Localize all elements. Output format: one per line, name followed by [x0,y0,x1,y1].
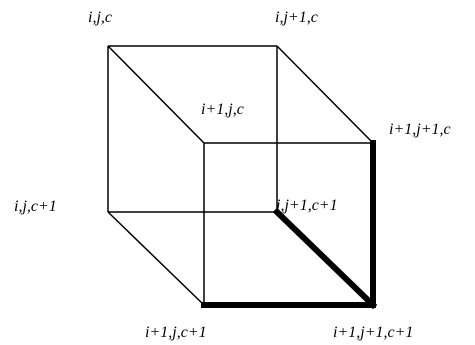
vertex-label-front-bottom-right: i+1,j+1,c+1 [333,324,413,341]
edge-layer [107,45,378,310]
edge-back-bottom-left-to-front-bottom-left [107,211,205,306]
vertex-label-back-bottom-right: i,j+1,c+1 [276,197,338,214]
edge-back-top-right-to-front-top-right [276,45,374,144]
vertex-label-front-top-right: i+1,j+1,c [389,121,451,138]
vertex-label-back-top-right: i,j+1,c [275,9,318,26]
vertex-label-back-bottom-left: i,j,c+1 [14,198,57,215]
edge-back-top-left-to-front-top-left [107,45,205,144]
edge-back-bottom-right-to-front-bottom-right [272,207,378,310]
vertex-label-front-top-left: i+1,j,c [201,101,244,118]
vertex-label-front-bottom-left: i+1,j,c+1 [145,324,207,341]
vertex-label-back-top-left: i,j,c [88,9,112,26]
